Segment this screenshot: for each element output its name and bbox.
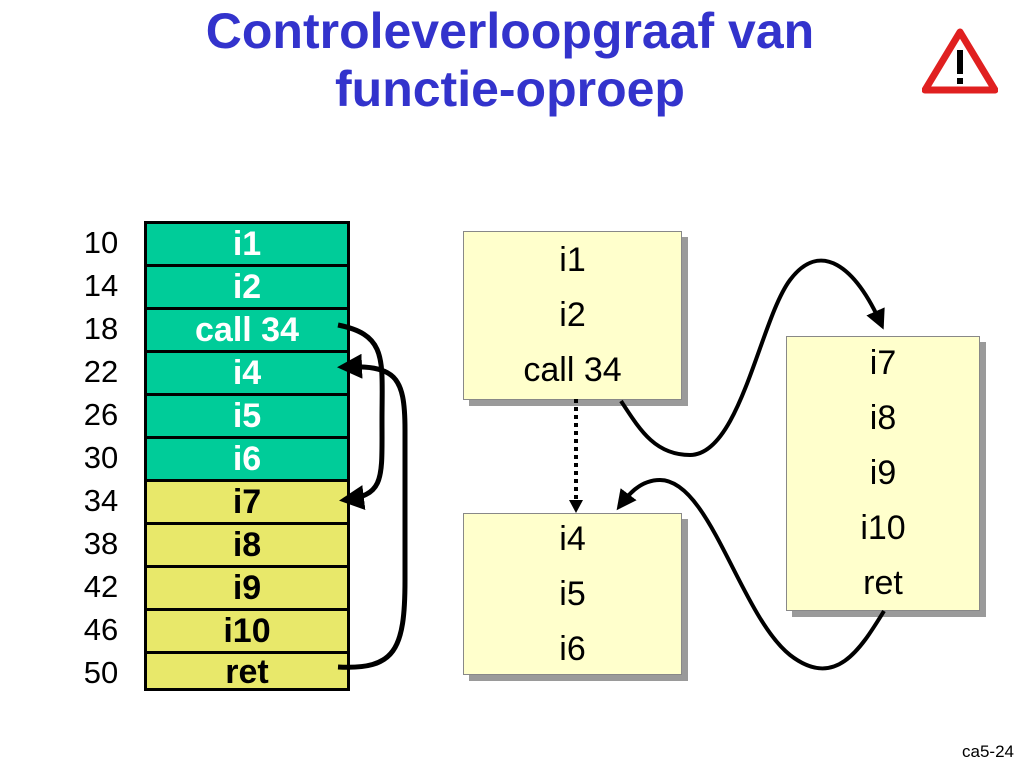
memory-cell: i1 — [147, 224, 347, 267]
basic-block-c: i7 i8 i9 i10 ret — [786, 336, 980, 611]
fallthrough-arrowhead — [569, 500, 583, 513]
call-edge — [619, 258, 885, 458]
memory-cell: call 34 — [147, 310, 347, 353]
memory-cell: i2 — [147, 267, 347, 310]
memory-cell: i10 — [147, 611, 347, 654]
block-instruction: i10 — [860, 509, 906, 547]
address-label: 10 — [83, 225, 119, 260]
address-label: 42 — [83, 569, 119, 604]
address-label: 34 — [83, 483, 119, 518]
memory-cell: i5 — [147, 396, 347, 439]
basic-block-a: i1 i2 call 34 — [463, 231, 682, 400]
block-instruction: i7 — [869, 344, 897, 382]
return-arrow — [337, 353, 408, 670]
memory-cell: i8 — [147, 525, 347, 568]
page-title: Controleverloopgraaf van functie-oproep — [110, 2, 910, 118]
title-line-2: functie-oproep — [335, 61, 685, 117]
block-instruction: i9 — [869, 454, 897, 492]
memory-column: i1 i2 call 34 i4 i5 i6 i7 i8 i9 i10 ret — [144, 221, 350, 691]
basic-block-b: i4 i5 i6 — [463, 513, 682, 675]
warning-triangle-icon — [922, 28, 998, 94]
block-instruction: i4 — [559, 519, 586, 558]
block-instruction: i2 — [559, 296, 586, 334]
memory-cell: i9 — [147, 568, 347, 611]
address-label: 50 — [83, 655, 119, 690]
block-instruction: call 34 — [523, 351, 622, 389]
call-arrow — [337, 322, 385, 510]
address-label: 14 — [83, 268, 119, 303]
block-instruction: i1 — [559, 241, 586, 279]
memory-cell: ret — [147, 654, 347, 688]
title-line-1: Controleverloopgraaf van — [205, 3, 815, 59]
memory-cell: i4 — [147, 353, 347, 396]
return-edge — [616, 477, 886, 671]
memory-cell: i7 — [147, 482, 347, 525]
block-instruction: ret — [863, 564, 903, 602]
address-label: 38 — [83, 526, 119, 561]
address-label: 18 — [83, 311, 119, 346]
slide-number: ca5-24 — [962, 742, 1014, 761]
address-label: 22 — [83, 354, 119, 389]
address-label: 46 — [83, 612, 119, 647]
address-label: 26 — [83, 397, 119, 432]
address-label: 30 — [83, 440, 119, 475]
block-instruction: i8 — [869, 399, 897, 437]
memory-cell: i6 — [147, 439, 347, 482]
block-instruction: i5 — [559, 574, 586, 613]
block-instruction: i6 — [559, 629, 586, 668]
